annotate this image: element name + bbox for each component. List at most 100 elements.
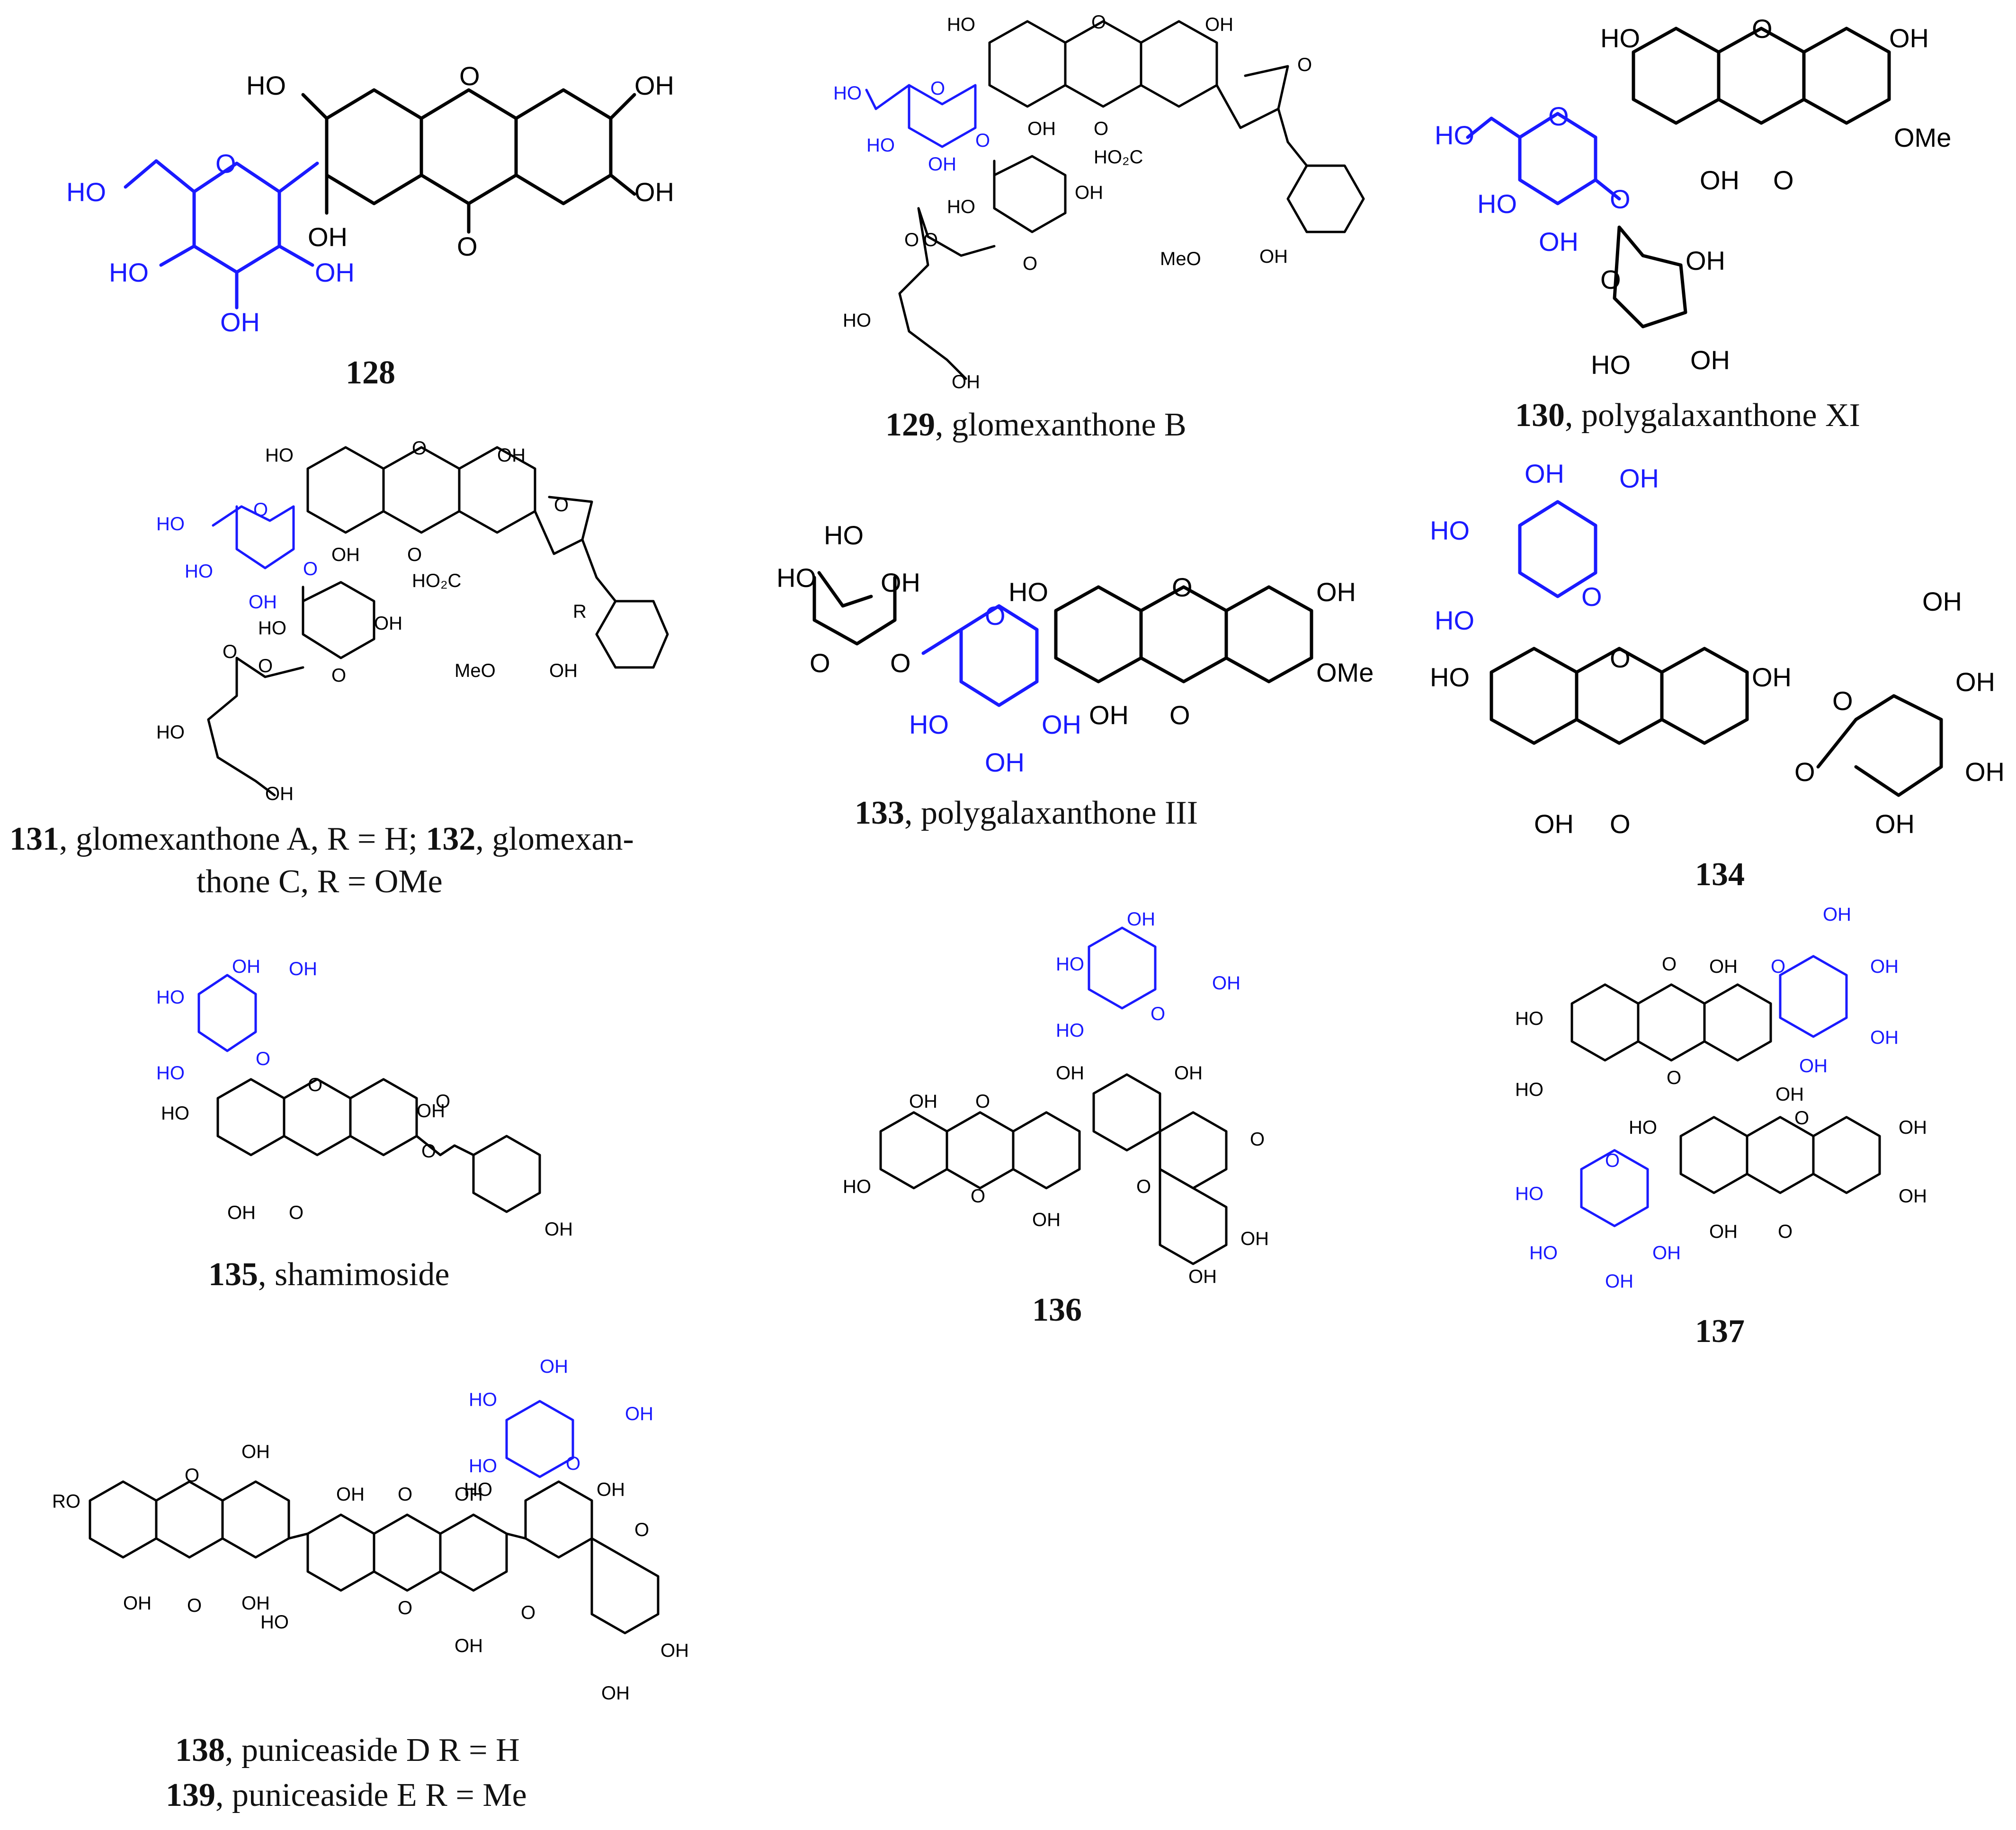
hydroxyl-label: HO [1515, 1008, 1543, 1029]
carbonyl-oxygen: O [187, 1595, 202, 1616]
hydroxyl-label: OH [1775, 1084, 1804, 1105]
structure-133: HO HO OH O O O HO OH OH HO O OH OMe OH O… [776, 520, 1374, 831]
carboxyl-label: HO₂C [1094, 147, 1143, 168]
furanose-oxygen: O [810, 648, 830, 678]
carbonyl-oxygen: O [1778, 1221, 1793, 1242]
hydroxyl-label: HO [1056, 1020, 1084, 1041]
hydroxyl-label: HO [66, 177, 106, 207]
ring-oxygen: O [185, 1465, 199, 1486]
hydroxyl-label: OH [1752, 662, 1792, 692]
furan-oxygen: O [1297, 54, 1312, 75]
hydroxyl-label: HO [1515, 1183, 1543, 1204]
hydroxyl-label: OH [1539, 227, 1579, 257]
carbonyl-oxygen: O [1662, 954, 1677, 975]
carbonyl-oxygen: O [398, 1484, 412, 1505]
structure-129: HO O HO OH O HO O OH OH O O HO₂C MeO OH … [833, 12, 1365, 443]
ether-oxygen: O [890, 648, 911, 678]
carbonyl-oxygen: O [457, 231, 478, 261]
hydroxyl-label: HO [1591, 350, 1631, 380]
hydroxyl-label: OH [1709, 956, 1738, 977]
hydroxyl-label: OH [227, 1202, 256, 1223]
hydroxyl-label: OH [1205, 14, 1233, 35]
hydroxyl-label: OH [1899, 1117, 1927, 1138]
hydroxyl-label: OH [265, 783, 294, 804]
hydroxyl-label: HO [947, 196, 975, 217]
hydroxyl-label: OH [1799, 1056, 1828, 1076]
carbonyl-oxygen: O [1094, 118, 1108, 139]
hydroxyl-label: HO [824, 520, 864, 550]
hydroxyl-label: OH [1525, 459, 1564, 489]
carbonyl-oxygen: O [1169, 700, 1190, 730]
hydroxyl-label: HO [265, 445, 294, 466]
hydroxyl-label: OH [985, 747, 1025, 777]
ring-oxygen: O [331, 665, 346, 686]
ring-oxygen: O [1605, 1150, 1620, 1171]
hydroxyl-label: HO [1435, 120, 1474, 150]
compound-label-135: 135, shamimoside [208, 1256, 449, 1293]
carbonyl-oxygen: O [1250, 1129, 1265, 1150]
hydroxyl-label: OH [1127, 909, 1155, 930]
compound-label-138: 138, puniceaside D R = H [175, 1732, 520, 1768]
hydroxyl-label: HO [258, 618, 286, 639]
structure-135: HO OH OH HO O HO O OH OH O O O OH 135, s… [156, 956, 573, 1293]
hydroxyl-label: HO [246, 71, 286, 100]
glycosidic-oxygen: O [303, 559, 318, 579]
hydroxyl-label: OH [909, 1091, 937, 1112]
hydroxyl-label: OH [1922, 586, 1962, 616]
compound-label-134: 134 [1695, 856, 1745, 893]
ring-oxygen: O [985, 601, 1006, 631]
hydroxyl-label: OH [336, 1484, 365, 1505]
ring-oxygen: O [253, 499, 268, 520]
ring-oxygen: O [1023, 253, 1037, 274]
hydroxyl-label: HO [1600, 23, 1640, 53]
hydroxyl-label: OH [597, 1479, 625, 1500]
ring-oxygen: O [215, 149, 236, 178]
ring-oxygen: O [256, 1048, 270, 1069]
hydroxyl-label: OH [249, 592, 277, 613]
ester-oxygen: O [421, 1141, 436, 1162]
hydroxyl-label: HO [156, 1063, 185, 1084]
hydroxyl-label: OH [220, 307, 260, 337]
hydroxyl-label: OH [1212, 973, 1240, 994]
hydroxyl-label: HO [843, 1176, 871, 1197]
hydroxyl-label: HO [1515, 1079, 1543, 1100]
hydroxyl-label: HO [464, 1479, 492, 1500]
hydroxyl-label: OH [308, 222, 348, 252]
methoxy-label: OMe [1316, 657, 1374, 687]
structure-134: HO OH OH HO O HO O OH OH O O O OH OH OH … [1430, 459, 2005, 893]
hydroxyl-label: OH [241, 1441, 270, 1462]
hydroxyl-label: OH [1875, 809, 1915, 839]
compound-label-128: 128 [346, 355, 395, 391]
hydroxyl-label: OH [549, 660, 578, 681]
hydroxyl-label: OH [1089, 700, 1129, 730]
hydroxyl-label: HO [776, 563, 816, 593]
hydroxyl-label: OH [1899, 1186, 1927, 1207]
hydroxyl-label: OH [331, 544, 360, 565]
hydroxyl-label: OH [1042, 710, 1081, 739]
hydroxyl-label: OH [455, 1635, 483, 1656]
hydroxyl-label: OH [123, 1593, 152, 1614]
glycosidic-oxygen: O [975, 130, 990, 151]
hydroxyl-label: OH [1056, 1063, 1084, 1084]
hydroxyl-label: HO [156, 514, 185, 534]
hydroxyl-label: OH [1889, 23, 1929, 53]
ring-oxygen: O [1794, 1108, 1809, 1128]
structure-138-139: HO OH OH HO O RO O OH OH O OH OH O OH HO… [52, 1356, 689, 1813]
hydroxyl-label: HO [1529, 1243, 1558, 1263]
hydroxyl-label: OH [1823, 904, 1851, 925]
compound-label-136: 136 [1032, 1292, 1082, 1328]
hydroxyl-label: OH [601, 1683, 630, 1704]
hydroxyl-label: OH [1955, 667, 1995, 697]
hydroxyl-label: OH [1259, 246, 1288, 267]
hydroxyl-label: OH [1174, 1063, 1203, 1084]
ring-oxygen: O [412, 438, 427, 459]
hydroxyl-label: HO [185, 561, 213, 582]
ring-oxygen: O [1752, 14, 1773, 44]
furanose-oxygen: O [1600, 265, 1621, 294]
carbonyl-oxygen: O [1610, 809, 1631, 839]
r-group-label: R [573, 601, 587, 622]
ring-oxygen: O [566, 1453, 580, 1474]
ring-oxygen: O [521, 1602, 535, 1623]
ring-oxygen: O [1136, 1176, 1151, 1197]
